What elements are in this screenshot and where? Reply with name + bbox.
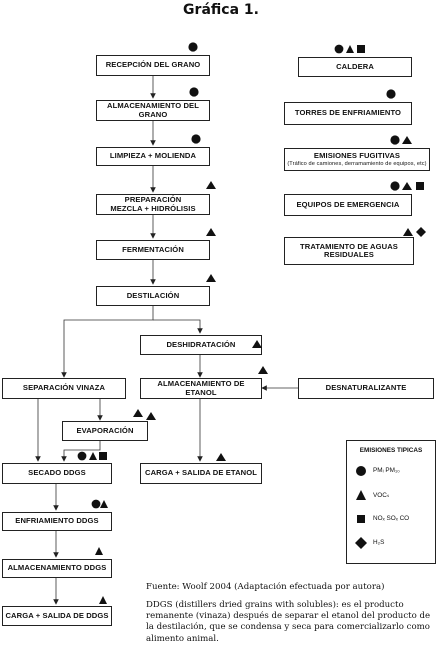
triangle-emisiones: [402, 136, 412, 144]
box-almacenamiento-grano: ALMACENAMIENTO DEL GRANO: [96, 100, 210, 121]
torres-label: TORRES DE ENFRIAMIENTO: [294, 108, 402, 118]
triangle-carga-ddgs: [99, 596, 107, 604]
box-recepcion: RECEPCIÓN DEL GRANO: [96, 55, 210, 76]
destilacion-label: DESTILACIÓN: [126, 290, 180, 300]
legend-item-diamond: H₂S: [347, 535, 435, 551]
evaporacion-label: EVAPORACIÓN: [76, 425, 134, 435]
triangle-secado: [89, 452, 97, 460]
square-icon: [357, 515, 365, 523]
box-fermentacion: FERMENTACIÓN: [96, 240, 210, 260]
fermentacion-label: FERMENTACIÓN: [122, 244, 184, 254]
emisiones-note: (Tráfico de camiones, derramamiento de e…: [287, 160, 427, 167]
box-enfriamiento-ddgs: ENFRIAMIENTO DDGS: [2, 512, 112, 531]
square-secado: [99, 452, 107, 460]
emisiones-label: EMISIONES FUGITIVAS: [313, 151, 401, 161]
triangle-enfriamiento: [100, 500, 108, 508]
caldera-label: CALDERA: [336, 61, 374, 71]
box-evaporacion: EVAPORACIÓN: [62, 421, 148, 441]
triangle-caldera: [346, 45, 354, 53]
triangle-preparacion: [206, 181, 216, 189]
legend-title: EMISIONES TIPICAS: [359, 447, 423, 454]
circle-icon: [356, 466, 366, 476]
equipos-label: EQUIPOS DE EMERGENCIA: [296, 199, 400, 209]
box-torres-enfriamiento: TORRES DE ENFRIAMIENTO: [284, 102, 412, 125]
circle-secado: [77, 451, 87, 461]
caption-source: Fuente: Woolf 2004 (Adaptación efectuada…: [146, 582, 385, 592]
circle-emisiones: [390, 135, 400, 145]
arrow-destilacion-deshidratacion: [153, 319, 203, 334]
circle-limpieza: [191, 134, 201, 144]
box-caldera: CALDERA: [298, 57, 412, 77]
box-emisiones-fugitivas: EMISIONES FUGITIVAS (Tráfico de camiones…: [284, 148, 430, 171]
triangle-icon: [356, 490, 366, 500]
square-caldera: [357, 45, 365, 53]
box-separacion-vinaza: SEPARACIÓN VINAZA: [2, 378, 126, 399]
legend-item-square: NOₓ SOₓ CO: [347, 511, 435, 527]
arrow-destilacion-separacion: [61, 306, 154, 378]
circle-enfriamiento: [91, 499, 101, 509]
legend-label: H₂S: [373, 539, 385, 546]
triangle-fermentacion: [206, 228, 216, 236]
box-almacenamiento-ddgs: ALMACENAMIENTO DDGS: [2, 559, 112, 578]
legend-label: VOCₛ: [373, 492, 390, 499]
legend-item-circle: PMᵢ PM₁₀: [347, 463, 435, 479]
triangle-evaporacion-2: [146, 412, 156, 420]
circle-torres: [386, 89, 396, 99]
separacion-label: SEPARACIÓN VINAZA: [22, 383, 106, 393]
circle-caldera-1: [334, 44, 344, 54]
box-limpieza: LIMPIEZA + MOLIENDA: [96, 147, 210, 166]
almacenamiento-etanol-label: ALMACENAMIENTO DE ETANOL: [157, 379, 245, 397]
triangle-evaporacion: [133, 409, 143, 417]
triangle-equipos: [402, 182, 412, 190]
box-destilacion: DESTILACIÓN: [96, 286, 210, 306]
carga-ddgs-label: CARGA + SALIDA DE DDGS: [5, 610, 109, 620]
arrow-evaporacion-secado: [61, 441, 101, 462]
diamond-icon: [355, 537, 367, 549]
tratamiento-label-2: RESIDUALES: [324, 250, 374, 259]
square-equipos: [416, 182, 424, 190]
legend-label: NOₓ SOₓ CO: [373, 515, 410, 522]
almacenamiento-ddgs-label: ALMACENAMIENTO DDGS: [7, 563, 107, 573]
box-tratamiento-aguas: TRATAMIENTO DE AGUAS RESIDUALES: [284, 237, 414, 265]
triangle-tratamiento: [403, 228, 413, 236]
circle-recepcion: [188, 42, 198, 52]
box-equipos-emergencia: EQUIPOS DE EMERGENCIA: [284, 194, 412, 216]
box-carga-ddgs: CARGA + SALIDA DE DDGS: [2, 606, 112, 626]
circle-equipos: [390, 181, 400, 191]
triangle-almacenamiento-etanol: [258, 366, 268, 374]
diamond-tratamiento: [416, 227, 426, 237]
triangle-carga-etanol: [216, 453, 226, 461]
box-secado-ddgs: SECADO DDGS: [2, 463, 112, 484]
box-desnaturalizante: DESNATURALIZANTE: [298, 378, 434, 399]
triangle-almacenamiento-ddgs: [95, 547, 103, 555]
box-carga-etanol: CARGA + SALIDA DE ETANOL: [140, 463, 262, 484]
tratamiento-label-1: TRATAMIENTO DE AGUAS: [300, 241, 398, 251]
figure-title: Gráfica 1.: [183, 2, 259, 18]
carga-etanol-label: CARGA + SALIDA DE ETANOL: [144, 468, 258, 478]
legend-box: EMISIONES TIPICAS PMᵢ PM₁₀ VOCₛ NOₓ SOₓ …: [346, 440, 436, 564]
preparacion-label: PREPARACIÓN MEZCLA + HIDRÓLISIS: [110, 195, 196, 213]
secado-label: SECADO DDGS: [28, 468, 86, 478]
legend-item-triangle: VOCₛ: [347, 487, 435, 503]
desnaturalizante-label: DESNATURALIZANTE: [325, 383, 407, 393]
limpieza-label: LIMPIEZA + MOLIENDA: [109, 151, 197, 161]
box-deshidratacion: DESHIDRATACIÓN: [140, 335, 262, 355]
enfriamiento-label: ENFRIAMIENTO DDGS: [15, 516, 99, 526]
almacenamiento-grano-label: ALMACENAMIENTO DEL GRANO: [107, 101, 199, 119]
triangle-destilacion: [206, 274, 216, 282]
circle-almacenamiento-grano: [189, 87, 199, 97]
deshidratacion-label: DESHIDRATACIÓN: [166, 339, 236, 349]
box-preparacion: PREPARACIÓN MEZCLA + HIDRÓLISIS: [96, 194, 210, 215]
triangle-deshidratacion: [252, 340, 262, 348]
caption-note: DDGS (distillers dried grains with solub…: [146, 600, 431, 644]
legend-label: PMᵢ PM₁₀: [373, 467, 400, 474]
box-almacenamiento-etanol: ALMACENAMIENTO DE ETANOL: [140, 378, 262, 399]
recepcion-label: RECEPCIÓN DEL GRANO: [105, 60, 201, 70]
